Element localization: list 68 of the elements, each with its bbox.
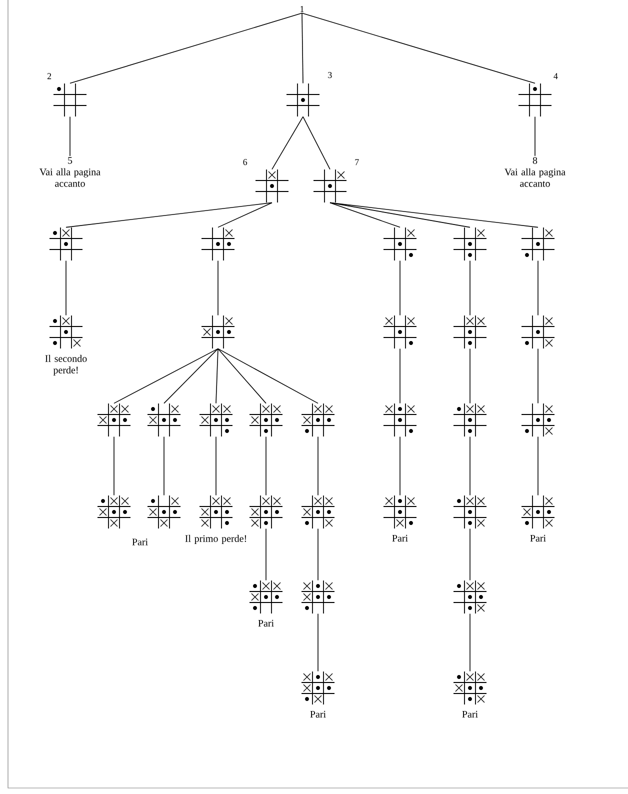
result-text: Pari [462, 710, 478, 718]
tic-tac-toe-board [453, 495, 487, 529]
number-label: 3 [328, 72, 332, 78]
tic-tac-toe-board [249, 580, 283, 614]
tic-tac-toe-board [521, 495, 555, 529]
tic-tac-toe-board [521, 403, 555, 437]
tic-tac-toe-board [453, 315, 487, 349]
tic-tac-toe-board [147, 495, 181, 529]
tree-line [272, 116, 304, 170]
tic-tac-toe-board [383, 227, 417, 261]
tree-line [330, 202, 470, 228]
tree-line [164, 348, 218, 404]
note-text: 8 Vai alla pagina accanto [504, 157, 566, 187]
tic-tac-toe-board [49, 227, 83, 261]
tic-tac-toe-board [97, 403, 131, 437]
tic-tac-toe-board [199, 403, 233, 437]
result-text: Il secondo perde! [45, 354, 87, 376]
result-text: Pari [258, 620, 274, 627]
result-text: Pari [132, 538, 148, 546]
note-text: 5 Vai alla pagina accanto [40, 157, 100, 187]
tic-tac-toe-board [301, 671, 335, 705]
tree-line [218, 348, 266, 404]
tic-tac-toe-board [97, 495, 131, 529]
tic-tac-toe-board [201, 227, 235, 261]
tic-tac-toe-board [199, 495, 233, 529]
tic-tac-toe-board [301, 495, 335, 529]
tic-tac-toe-board [255, 169, 289, 203]
tic-tac-toe-board [453, 671, 487, 705]
tic-tac-toe-board [521, 315, 555, 349]
tic-tac-toe-board [383, 495, 417, 529]
tree-line [216, 348, 218, 404]
tree-line [114, 348, 218, 404]
result-text: Pari [310, 710, 326, 718]
number-label: 2 [47, 73, 52, 80]
tree-line [534, 116, 536, 156]
tic-tac-toe-board [521, 227, 555, 261]
tic-tac-toe-board [201, 315, 235, 349]
tic-tac-toe-board [249, 495, 283, 529]
tree-line [330, 202, 538, 228]
tree-line [70, 12, 302, 84]
tree-line [330, 202, 400, 228]
tree-line [218, 348, 318, 404]
number-label: 4 [554, 73, 558, 80]
result-text: Pari [530, 534, 546, 542]
tic-tac-toe-board [286, 83, 320, 117]
number-label: 1 [300, 6, 304, 12]
tree-line [302, 116, 330, 170]
tic-tac-toe-board [453, 227, 487, 261]
tic-tac-toe-board [453, 403, 487, 437]
tree-line [302, 12, 304, 84]
tic-tac-toe-board [301, 580, 335, 614]
tic-tac-toe-board [147, 403, 181, 437]
tree-line [218, 202, 272, 228]
number-label: 6 [243, 159, 248, 166]
tic-tac-toe-board [453, 580, 487, 614]
result-text: Pari [392, 534, 408, 542]
result-text: Il primo perde! [185, 534, 246, 544]
tic-tac-toe-board [518, 83, 552, 117]
tic-tac-toe-board [249, 403, 283, 437]
tic-tac-toe-board [383, 403, 417, 437]
tic-tac-toe-board [313, 169, 347, 203]
tic-tac-toe-board [53, 83, 87, 117]
tic-tac-toe-board [383, 315, 417, 349]
tree-line [66, 202, 272, 228]
number-label: 7 [355, 159, 359, 166]
tree-line [302, 12, 536, 84]
tic-tac-toe-board [49, 315, 83, 349]
tic-tac-toe-board [301, 403, 335, 437]
